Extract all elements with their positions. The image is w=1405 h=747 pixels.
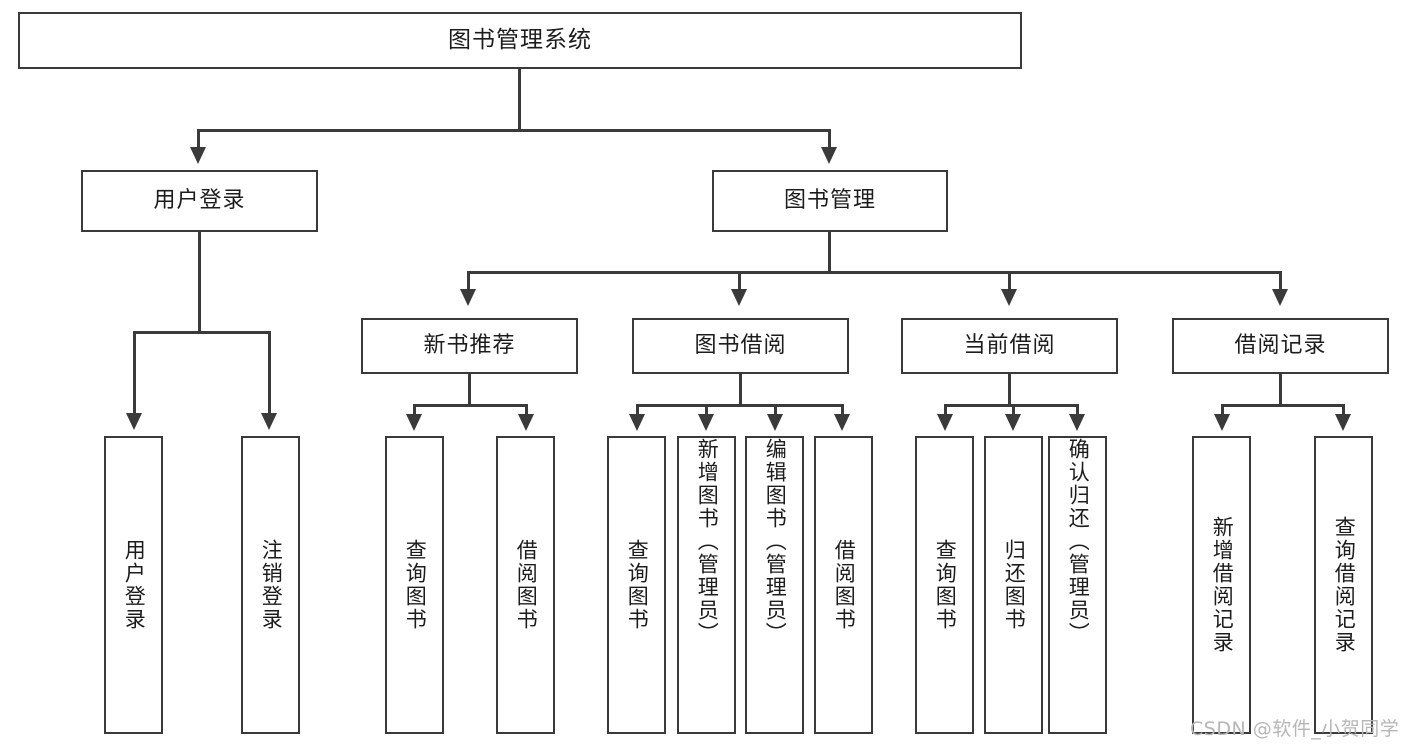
connector-level2-bus bbox=[197, 129, 831, 132]
connector-to-borrow-record bbox=[1279, 271, 1282, 291]
arrowhead-borrow-record-leaf-0 bbox=[1214, 414, 1230, 431]
node-label: 借阅记录 bbox=[1234, 333, 1327, 359]
arrowhead-current-borrow-leaf-1 bbox=[1005, 414, 1021, 431]
connector-borrow-record-stem bbox=[1279, 374, 1282, 406]
arrowhead-borrow-record-leaf-1 bbox=[1335, 414, 1351, 431]
connector-new-book-leaf-1 bbox=[525, 404, 528, 416]
arrowhead-to-borrow-record bbox=[1272, 289, 1288, 306]
node-book-management[interactable]: 图书管理 bbox=[712, 170, 948, 232]
arrowhead-book-borrow-leaf-3 bbox=[834, 414, 850, 431]
leaf-book-borrow-query-books[interactable]: 查询图书 bbox=[607, 436, 666, 734]
node-label: 图书管理 bbox=[783, 188, 876, 214]
connector-user-login-stem bbox=[198, 232, 201, 333]
leaf-user-login-logout[interactable]: 注销登录 bbox=[241, 436, 300, 734]
connector-to-user-login bbox=[197, 129, 200, 149]
node-label: 查询图书 bbox=[403, 539, 428, 631]
connector-user-login-bus bbox=[133, 331, 270, 334]
node-root-book-management-system[interactable]: 图书管理系统 bbox=[18, 12, 1022, 69]
leaf-book-borrow-borrow-books[interactable]: 借阅图书 bbox=[814, 436, 873, 734]
node-current-borrow[interactable]: 当前借阅 bbox=[901, 318, 1118, 374]
node-label: 图书管理系统 bbox=[448, 27, 592, 54]
arrowhead-user-login-leaf-0 bbox=[126, 413, 142, 430]
node-label: 查询借阅记录 bbox=[1332, 516, 1357, 654]
arrowhead-book-borrow-leaf-1 bbox=[698, 414, 714, 431]
connector-new-book-stem bbox=[468, 374, 471, 406]
leaf-borrow-record-query-record[interactable]: 查询借阅记录 bbox=[1314, 436, 1373, 734]
arrowhead-current-borrow-leaf-2 bbox=[1069, 414, 1085, 431]
connector-book-borrow-leaf-2 bbox=[774, 404, 777, 416]
node-label: 查询图书 bbox=[933, 539, 958, 631]
connector-book-borrow-leaf-3 bbox=[841, 404, 844, 416]
arrowhead-to-book-borrow bbox=[731, 289, 747, 306]
connector-current-borrow-bus bbox=[944, 404, 1079, 407]
leaf-new-book-query-books[interactable]: 查询图书 bbox=[385, 436, 444, 734]
leaf-current-borrow-query-books[interactable]: 查询图书 bbox=[915, 436, 974, 734]
node-label: 查询图书 bbox=[625, 539, 650, 631]
node-label: 确认归还（管理员） bbox=[1066, 438, 1091, 645]
connector-current-borrow-leaf-1 bbox=[1012, 404, 1015, 416]
connector-root-stem bbox=[518, 69, 521, 131]
arrowhead-book-borrow-leaf-2 bbox=[767, 414, 783, 431]
arrowhead-user-login-leaf-1 bbox=[261, 413, 277, 430]
connector-current-borrow-stem bbox=[1008, 374, 1011, 406]
leaf-current-borrow-confirm-return-admin[interactable]: 确认归还（管理员） bbox=[1048, 436, 1107, 734]
connector-current-borrow-leaf-0 bbox=[944, 404, 947, 416]
connector-book-borrow-stem bbox=[739, 374, 742, 406]
node-label: 新增借阅记录 bbox=[1210, 516, 1235, 654]
node-label: 借阅图书 bbox=[514, 539, 539, 631]
node-label: 当前借阅 bbox=[963, 333, 1056, 359]
connector-to-book-borrow bbox=[738, 271, 741, 291]
leaf-book-borrow-add-book-admin[interactable]: 新增图书（管理员） bbox=[677, 436, 736, 734]
connector-to-book-management bbox=[828, 129, 831, 149]
connector-new-book-bus bbox=[413, 404, 528, 407]
node-user-login[interactable]: 用户登录 bbox=[81, 170, 318, 232]
node-label: 新书推荐 bbox=[423, 333, 516, 359]
connector-user-login-leaf-0 bbox=[133, 331, 136, 415]
arrowhead-to-new-book-recommend bbox=[460, 289, 476, 306]
leaf-new-book-borrow-books[interactable]: 借阅图书 bbox=[496, 436, 555, 734]
node-label: 新增图书（管理员） bbox=[695, 438, 720, 645]
arrowhead-to-book-management bbox=[821, 147, 837, 164]
connector-user-login-leaf-1 bbox=[268, 331, 271, 415]
node-book-borrow[interactable]: 图书借阅 bbox=[632, 318, 849, 374]
connector-borrow-record-leaf-1 bbox=[1342, 404, 1345, 416]
node-label: 归还图书 bbox=[1002, 539, 1027, 631]
arrowhead-to-current-borrow bbox=[1001, 289, 1017, 306]
connector-book-borrow-bus bbox=[636, 404, 844, 407]
node-new-book-recommend[interactable]: 新书推荐 bbox=[361, 318, 578, 374]
node-label: 用户登录 bbox=[122, 539, 147, 631]
connector-level3-bus bbox=[467, 271, 1282, 274]
connector-book-borrow-leaf-0 bbox=[636, 404, 639, 416]
arrowhead-new-book-leaf-1 bbox=[518, 414, 534, 431]
arrowhead-book-borrow-leaf-0 bbox=[629, 414, 645, 431]
node-label: 图书借阅 bbox=[694, 333, 787, 359]
leaf-user-login-login[interactable]: 用户登录 bbox=[104, 436, 163, 734]
leaf-borrow-record-add-record[interactable]: 新增借阅记录 bbox=[1192, 436, 1251, 734]
node-label: 用户登录 bbox=[153, 188, 246, 214]
arrowhead-to-user-login bbox=[190, 147, 206, 164]
connector-new-book-leaf-0 bbox=[413, 404, 416, 416]
leaf-book-borrow-edit-book-admin[interactable]: 编辑图书（管理员） bbox=[745, 436, 804, 734]
arrowhead-current-borrow-leaf-0 bbox=[937, 414, 953, 431]
leaf-current-borrow-return-books[interactable]: 归还图书 bbox=[984, 436, 1043, 734]
connector-current-borrow-leaf-2 bbox=[1076, 404, 1079, 416]
connector-borrow-record-bus bbox=[1221, 404, 1345, 407]
arrowhead-new-book-leaf-0 bbox=[406, 414, 422, 431]
node-label: 编辑图书（管理员） bbox=[763, 438, 788, 645]
node-label: 注销登录 bbox=[259, 539, 284, 631]
connector-to-current-borrow bbox=[1008, 271, 1011, 291]
connector-to-new-book-recommend bbox=[467, 271, 470, 291]
connector-book-management-stem bbox=[828, 232, 831, 273]
node-label: 借阅图书 bbox=[832, 539, 857, 631]
connector-book-borrow-leaf-1 bbox=[705, 404, 708, 416]
connector-borrow-record-leaf-0 bbox=[1221, 404, 1224, 416]
node-borrow-record[interactable]: 借阅记录 bbox=[1172, 318, 1389, 374]
